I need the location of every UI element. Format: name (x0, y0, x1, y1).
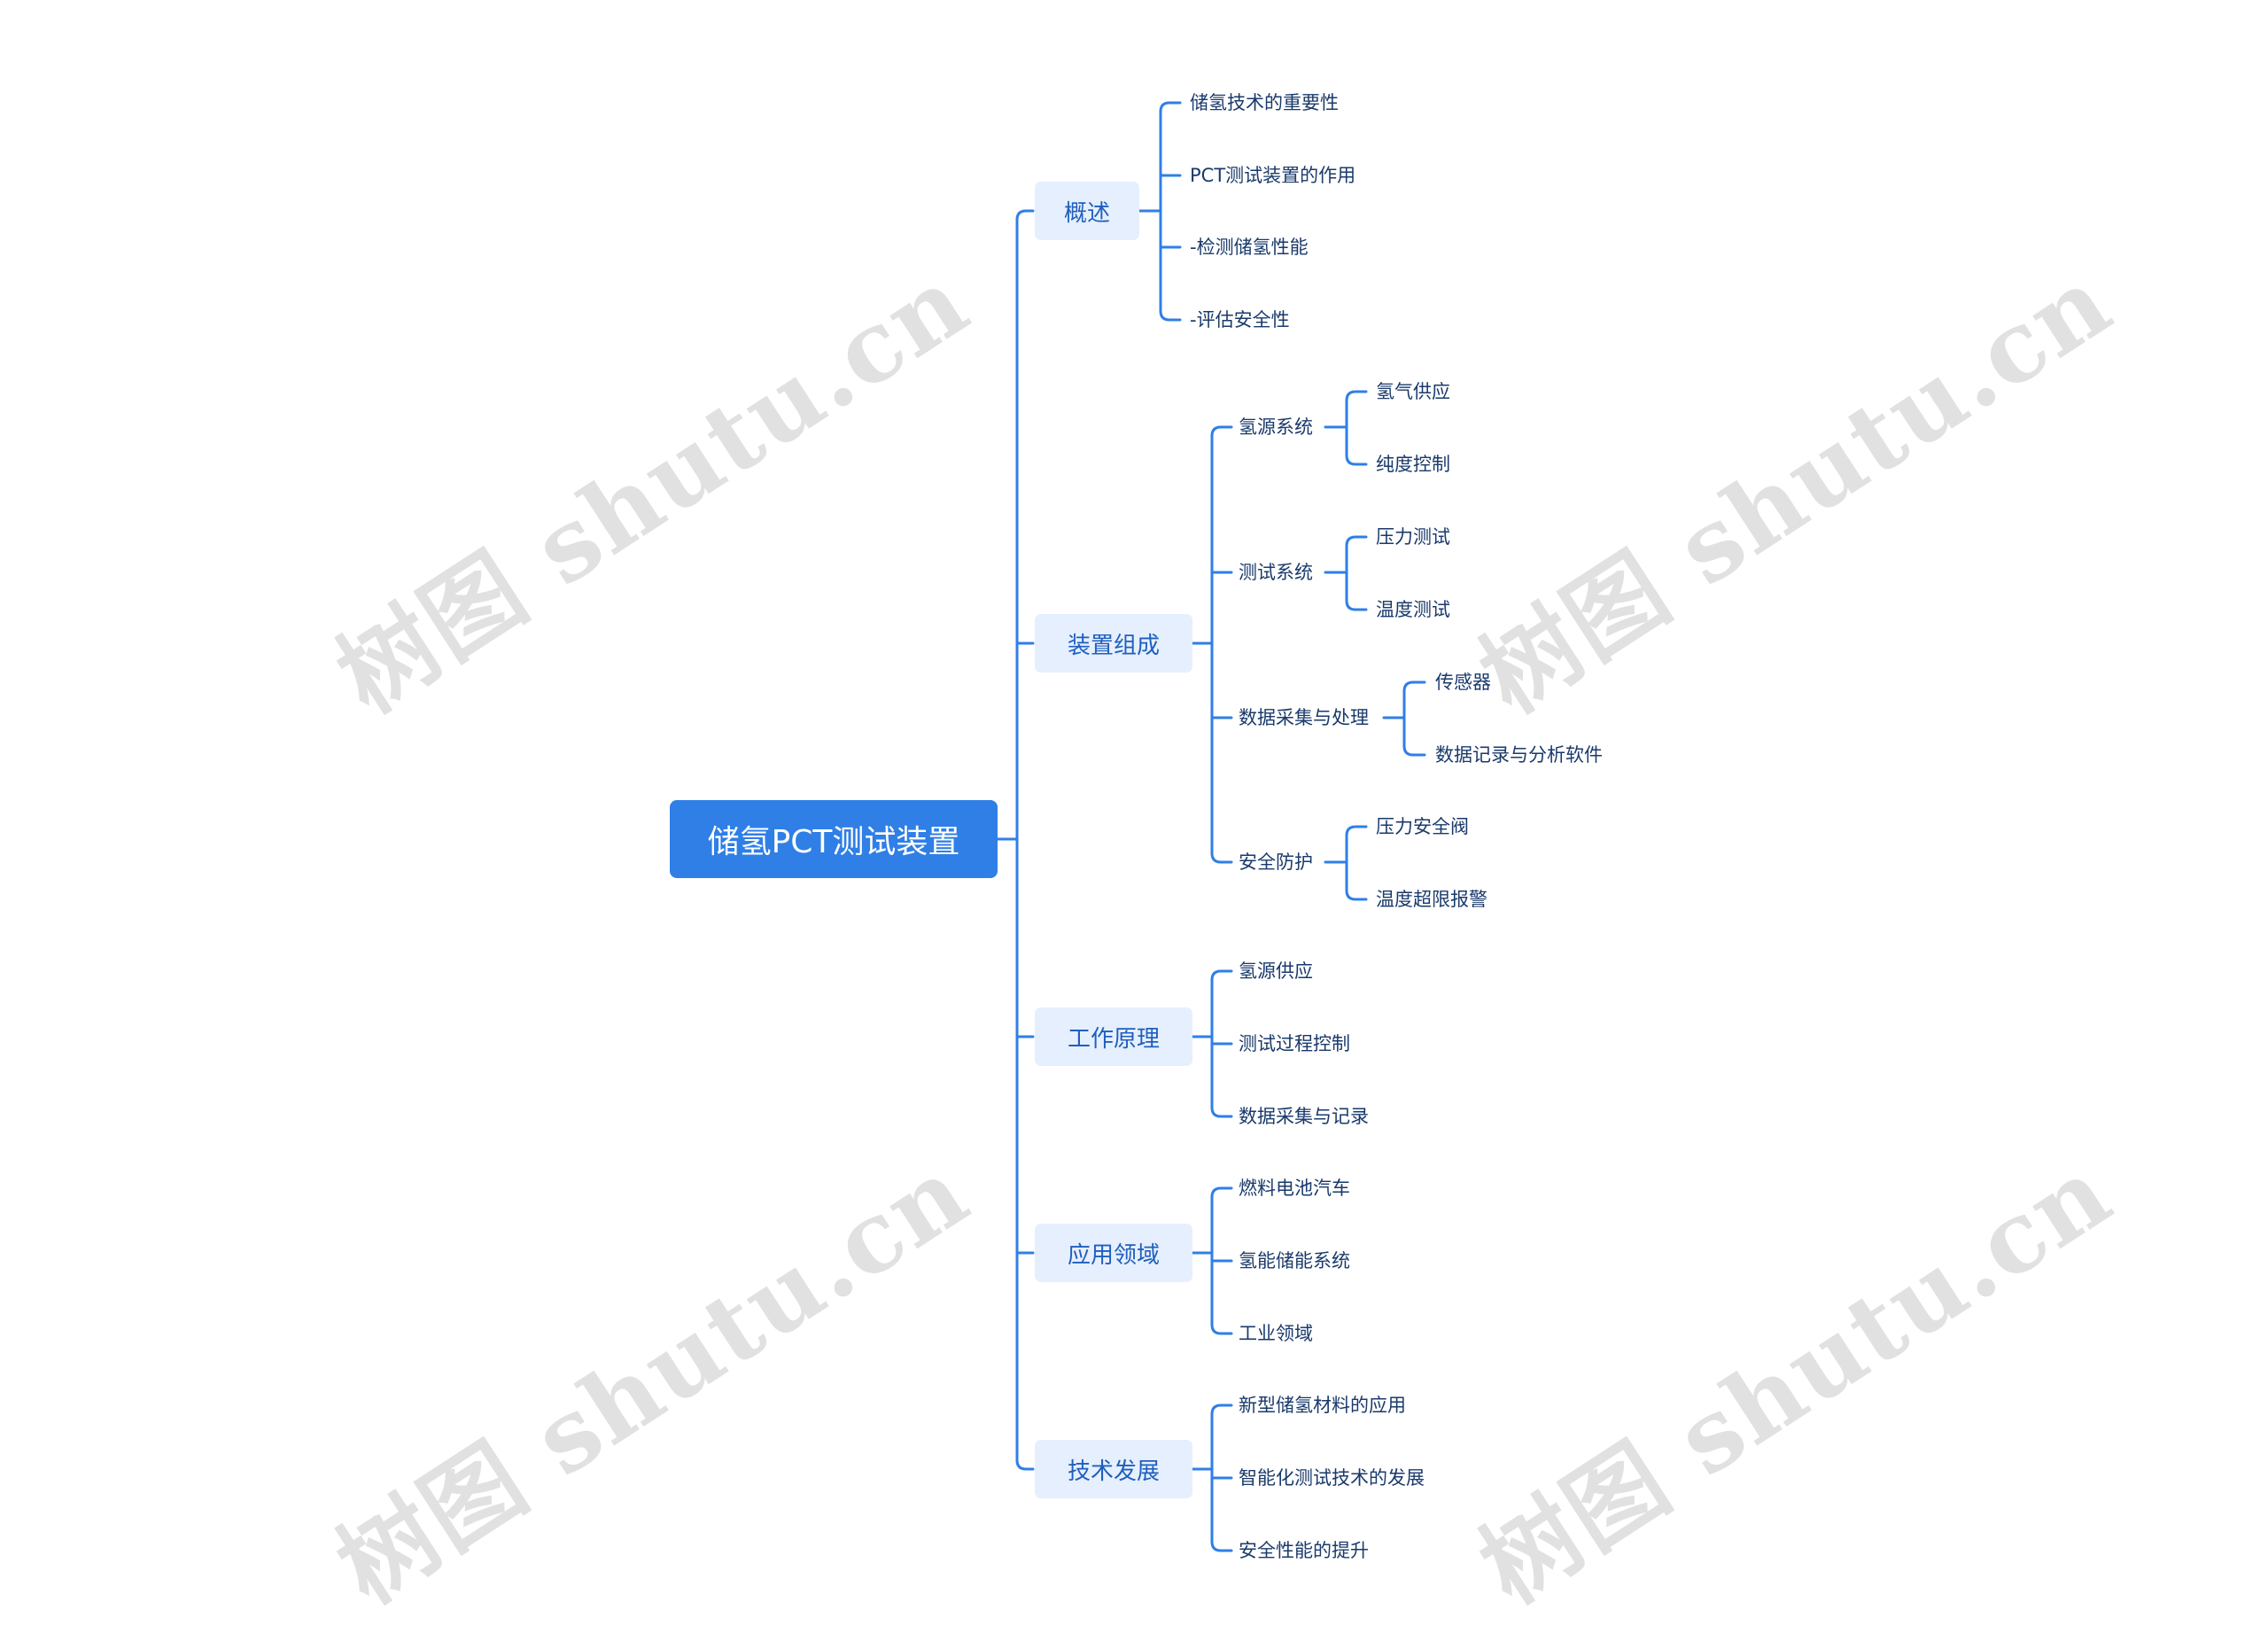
connector-line (1402, 680, 1426, 693)
leaf-node[interactable]: 工业领域 (1239, 1323, 1313, 1344)
leaf-node[interactable]: 纯度控制 (1376, 454, 1450, 475)
leaf-node[interactable]: 测试过程控制 (1239, 1033, 1350, 1054)
connector-line (1210, 969, 1233, 982)
leaf-node[interactable]: 氢源供应 (1239, 960, 1313, 982)
leaf-node[interactable]: 新型储氢材料的应用 (1239, 1395, 1406, 1416)
leaf-node[interactable]: -评估安全性 (1190, 309, 1290, 330)
connector-line (1402, 744, 1426, 757)
leaf-node[interactable]: 压力安全阀 (1376, 816, 1469, 837)
connector-line (1159, 101, 1182, 113)
connector-line (1159, 309, 1182, 322)
leaf-node[interactable]: PCT测试装置的作用 (1190, 165, 1356, 186)
sub-branch-data-acquisition[interactable]: 数据采集与处理 (1239, 707, 1369, 728)
branch-components[interactable]: 装置组成 (1035, 614, 1192, 673)
sub-branch-safety[interactable]: 安全防护 (1239, 851, 1313, 873)
leaf-node[interactable]: 智能化测试技术的发展 (1239, 1467, 1425, 1489)
connector-line (1015, 209, 1035, 222)
connector-line (1345, 390, 1368, 402)
root-node[interactable]: 储氢PCT测试装置 (670, 800, 998, 878)
connector-line (1345, 454, 1368, 466)
leaf-node[interactable]: 温度测试 (1376, 599, 1450, 620)
leaf-node[interactable]: 传感器 (1435, 672, 1491, 693)
leaf-node[interactable]: 数据记录与分析软件 (1435, 744, 1603, 766)
connector-line (1210, 425, 1233, 438)
branch-overview[interactable]: 概述 (1035, 182, 1139, 240)
connector-line (1345, 599, 1368, 611)
leaf-node[interactable]: 安全性能的提升 (1239, 1540, 1369, 1561)
leaf-node[interactable]: 数据采集与记录 (1239, 1106, 1369, 1127)
connector-line (1210, 1540, 1233, 1552)
connector-line (1015, 1458, 1035, 1471)
leaf-node[interactable]: 温度超限报警 (1376, 889, 1487, 910)
connector-line (1345, 889, 1368, 901)
branch-applications[interactable]: 应用领域 (1035, 1224, 1192, 1282)
leaf-node[interactable]: 压力测试 (1376, 526, 1450, 548)
leaf-node[interactable]: 储氢技术的重要性 (1190, 92, 1339, 113)
leaf-node[interactable]: -检测储氢性能 (1190, 237, 1309, 258)
connector-line (1345, 535, 1368, 548)
sub-branch-test-system[interactable]: 测试系统 (1239, 562, 1313, 583)
leaf-node[interactable]: 燃料电池汽车 (1239, 1178, 1350, 1199)
connector-line (1210, 851, 1233, 864)
branch-principle[interactable]: 工作原理 (1035, 1007, 1192, 1066)
sub-branch-hydrogen-source[interactable]: 氢源系统 (1239, 416, 1313, 438)
connector-line (1210, 1323, 1233, 1335)
connector-line (1210, 1404, 1233, 1416)
connector-line (1210, 1186, 1233, 1199)
branch-development[interactable]: 技术发展 (1035, 1440, 1192, 1498)
connector-line (1345, 825, 1368, 837)
connector-line (1210, 1106, 1233, 1118)
leaf-node[interactable]: 氢能储能系统 (1239, 1250, 1350, 1271)
leaf-node[interactable]: 氢气供应 (1376, 381, 1450, 402)
